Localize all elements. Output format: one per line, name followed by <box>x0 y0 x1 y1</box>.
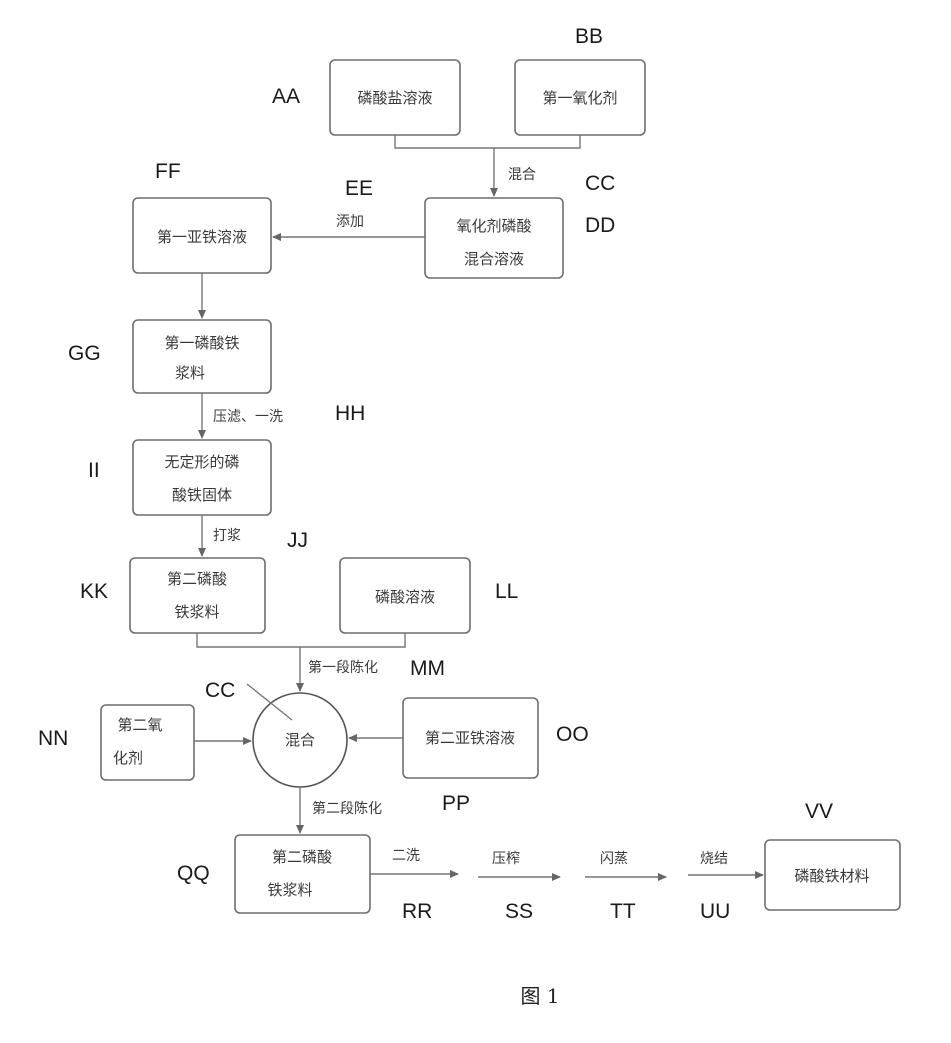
box-dd-line1: 氧化剂磷酸 <box>456 217 531 235</box>
box-aa-line1: 磷酸盐溶液 <box>357 89 432 107</box>
flow-label-mix: 混合 <box>508 167 536 183</box>
box-ll-line1: 磷酸溶液 <box>375 588 435 606</box>
box-dd-line2: 混合溶液 <box>464 250 524 268</box>
flow-label-press-wash: 压滤、一洗 <box>213 409 283 425</box>
figure-caption: 图 1 <box>520 984 559 1008</box>
code-qq: QQ <box>177 862 210 885</box>
code-bb: BB <box>575 25 603 48</box>
connector-kk-ll <box>197 633 405 647</box>
code-ll: LL <box>495 580 518 603</box>
code-hh: HH <box>335 402 365 425</box>
box-nn-line2: 化剂 <box>113 749 143 767</box>
flow-label-second-wash: 二洗 <box>392 848 420 864</box>
box-oo: 第二亚铁溶液 <box>403 698 538 778</box>
box-nn: 第二氧 化剂 <box>101 705 194 780</box>
flow-label-crush: 打浆 <box>213 527 241 544</box>
mix-circle-label: 混合 <box>285 731 315 749</box>
box-ii-line2: 酸铁固体 <box>172 486 232 504</box>
box-ff-line1: 第一亚铁溶液 <box>157 228 247 246</box>
box-ll: 磷酸溶液 <box>340 558 470 633</box>
code-jj: JJ <box>287 529 308 552</box>
code-cc: CC <box>585 172 615 195</box>
code-aa: AA <box>272 85 300 108</box>
code-ee: EE <box>345 177 373 200</box>
flow-label-first-aging: 第一段陈化 <box>308 659 378 676</box>
connector-aa-bb <box>395 135 580 148</box>
code-pp: PP <box>442 792 470 815</box>
code-ss: SS <box>505 900 533 923</box>
code-ff: FF <box>155 160 181 183</box>
code-uu: UU <box>700 900 730 923</box>
box-qq-line2: 铁浆料 <box>267 881 312 899</box>
box-kk-line1: 第二磷酸 <box>167 570 227 588</box>
box-gg: 第一磷酸铁 浆料 <box>133 320 271 393</box>
box-dd: 氧化剂磷酸 混合溶液 <box>425 198 563 278</box>
box-gg-line1: 第一磷酸铁 <box>164 334 239 352</box>
code-gg: GG <box>68 342 101 365</box>
code-cc-circle: CC <box>205 679 235 702</box>
box-ff: 第一亚铁溶液 <box>133 198 271 273</box>
box-bb-line1: 第一氧化剂 <box>542 89 617 107</box>
mix-circle: 混合 <box>253 693 347 787</box>
box-qq-line1: 第二磷酸 <box>272 848 332 866</box>
code-rr: RR <box>402 900 432 923</box>
code-tt: TT <box>610 900 636 923</box>
box-qq: 第二磷酸 铁浆料 <box>235 835 370 913</box>
flow-label-press: 压榨 <box>492 850 520 867</box>
box-bb: 第一氧化剂 <box>515 60 645 135</box>
box-kk-line2: 铁浆料 <box>174 603 219 621</box>
box-kk: 第二磷酸 铁浆料 <box>130 558 265 633</box>
code-nn: NN <box>38 727 68 750</box>
flow-label-second-aging: 第二段陈化 <box>312 800 382 817</box>
code-dd: DD <box>585 214 615 237</box>
code-oo: OO <box>556 723 589 746</box>
box-nn-line1: 第二氧 <box>117 716 162 734</box>
flow-label-flash-dry: 闪蒸 <box>600 851 628 867</box>
box-gg-line2: 浆料 <box>175 364 205 382</box>
flow-label-sinter: 烧结 <box>700 851 728 867</box>
box-oo-line1: 第二亚铁溶液 <box>425 729 515 747</box>
box-vv-line1: 磷酸铁材料 <box>794 867 869 885</box>
box-aa: 磷酸盐溶液 <box>330 60 460 135</box>
box-ii: 无定形的磷 酸铁固体 <box>133 440 271 515</box>
box-ii-line1: 无定形的磷 <box>164 453 239 471</box>
code-ii: II <box>88 459 100 482</box>
flow-label-add: 添加 <box>336 214 364 230</box>
code-kk: KK <box>80 580 108 603</box>
code-vv: VV <box>805 800 833 823</box>
code-mm: MM <box>410 657 445 680</box>
box-vv: 磷酸铁材料 <box>765 840 900 910</box>
